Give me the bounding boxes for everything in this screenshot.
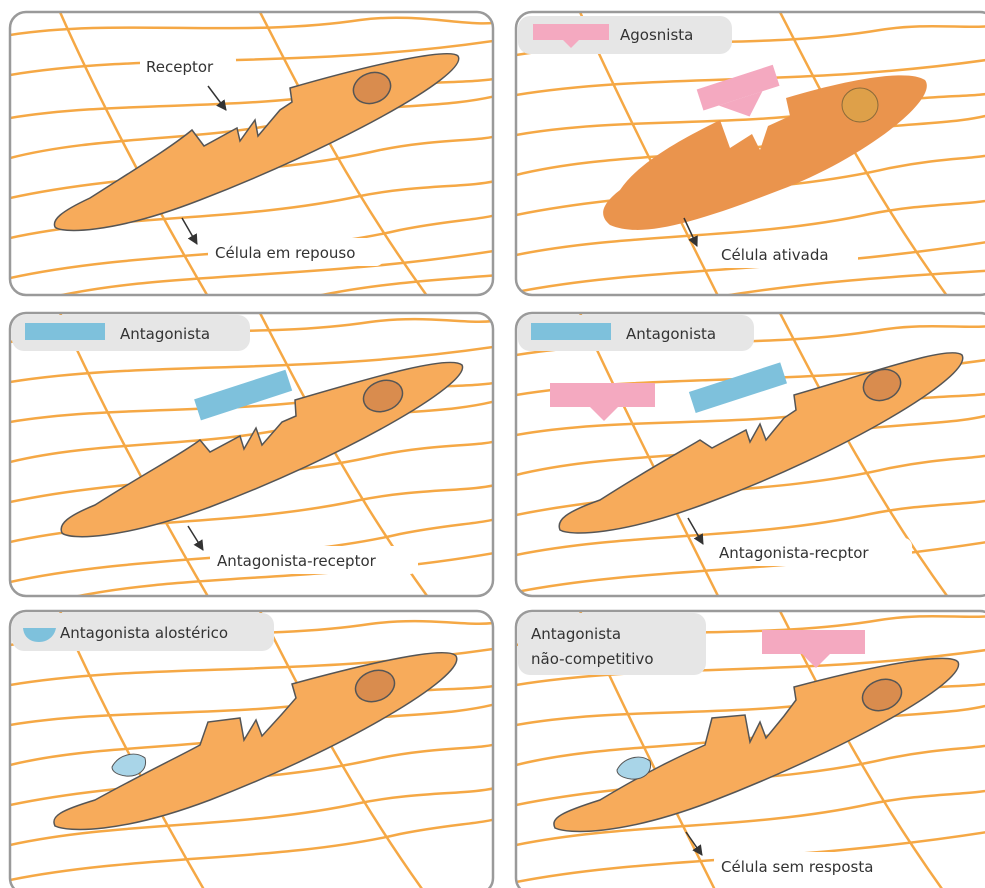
- legend-line-2: não-competitivo: [531, 650, 654, 668]
- cell-arrow: [182, 218, 197, 244]
- nucleus: [842, 88, 878, 122]
- panel-activated-cell: Agosnista Célula ativada: [516, 12, 985, 300]
- cell-label: Célula ativada: [721, 246, 829, 264]
- antagonist-icon: [25, 323, 105, 340]
- panel-noncompetitive-antagonist: Antagonista não-competitivo Célula sem r…: [516, 611, 985, 888]
- allosteric-antagonist-bound: [617, 757, 651, 779]
- antagonist-on-receptor: [689, 362, 787, 413]
- antagonist-on-receptor: [194, 370, 292, 421]
- legend-line-1: Antagonista: [531, 625, 621, 643]
- receptor-label: Receptor: [146, 58, 214, 76]
- cell-arrow: [188, 526, 203, 550]
- cell-label: Célula em repouso: [215, 244, 355, 262]
- activated-cell: [603, 75, 927, 230]
- agonist-unbound: [762, 630, 865, 668]
- receptor-arrow: [208, 86, 226, 110]
- cell: [54, 653, 457, 830]
- legend-label: Antagonista: [120, 325, 210, 343]
- panel-competitive-antagonist: Antagonista Antagonista-recptor: [516, 313, 985, 600]
- legend-label: Antagonista alostérico: [60, 624, 228, 642]
- antagonist-icon: [531, 323, 611, 340]
- panel-allosteric-antagonist: Antagonista alostérico: [10, 611, 500, 888]
- legend-label: Agosnista: [620, 26, 693, 44]
- agonist-unbound: [550, 383, 655, 421]
- cell-label: Antagonista-recptor: [719, 544, 869, 562]
- panel-resting-cell: Receptor Célula em repouso: [10, 12, 500, 300]
- cell-label: Célula sem resposta: [721, 858, 873, 876]
- cell-arrow: [686, 832, 702, 855]
- legend-label: Antagonista: [626, 325, 716, 343]
- allosteric-antagonist-bound: [112, 754, 146, 776]
- panel-antagonist-receptor: Antagonista Antagonista-receptor: [10, 313, 500, 600]
- cell-label: Antagonista-receptor: [217, 552, 377, 570]
